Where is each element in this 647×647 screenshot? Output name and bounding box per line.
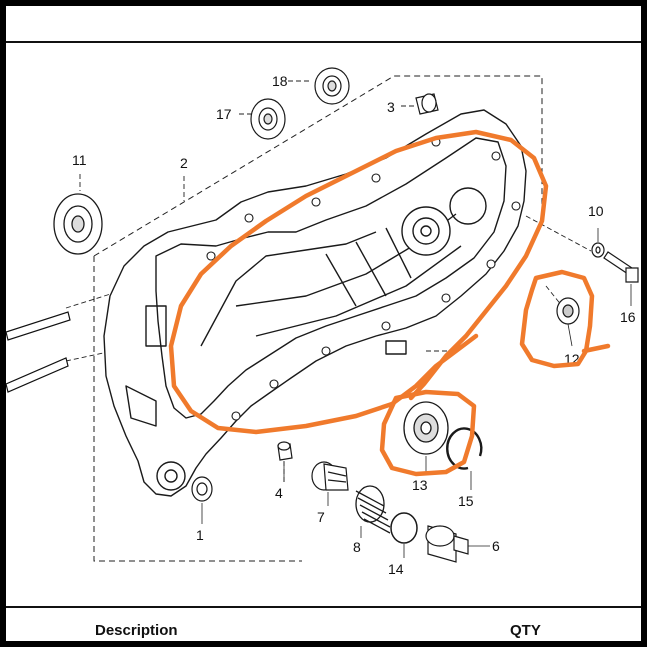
callout-8: 8: [353, 539, 361, 555]
callout-17: 17: [216, 106, 232, 122]
stud-bolts: [6, 311, 71, 393]
parts-diagram-page: 1 2 3 4 6 7 8 10 11 12 13 14 15 16 17 18…: [6, 6, 641, 641]
seal-13-circle-annotation: [379, 389, 477, 477]
oil-seal-13: [403, 401, 449, 455]
collar-3: [415, 93, 439, 115]
o-ring-14: [390, 512, 418, 544]
assembly-outline-left: [93, 256, 302, 562]
cover-bolt-holes: [206, 137, 521, 421]
callout-2: 2: [180, 155, 188, 171]
assembly-outline-top: [93, 75, 543, 257]
oil-strainer-7: [311, 461, 349, 491]
callout-leaders: [201, 228, 632, 558]
callout-10: 10: [588, 203, 604, 219]
washer-10: [591, 242, 605, 258]
callout-4: 4: [275, 485, 283, 501]
spring-8: [355, 485, 391, 534]
bearing-11: [53, 193, 103, 255]
seal-12-circle-annotation: [519, 269, 611, 369]
dowel-pin-1: [191, 476, 213, 502]
left-crankcase: [103, 109, 527, 497]
callout-13: 13: [412, 477, 428, 493]
exploded-parts-diagram: 1 2 3 4 6 7 8 10 11 12 13 14 15 16 17 18: [6, 41, 641, 577]
bolt-16: [603, 251, 639, 283]
crankcase-circle-annotation: [168, 129, 549, 435]
callout-3: 3: [387, 99, 395, 115]
callout-15: 15: [458, 493, 474, 509]
callout-16: 16: [620, 309, 636, 325]
dowel-pin-4: [277, 441, 293, 461]
drain-plug-6: [425, 525, 469, 563]
parts-table-header: Description QTY: [6, 606, 641, 641]
bearing-18: [314, 67, 350, 105]
callout-6: 6: [492, 538, 500, 554]
callout-18: 18: [272, 73, 288, 89]
callout-14: 14: [388, 561, 404, 577]
bearing-17: [250, 98, 286, 140]
callout-1: 1: [196, 527, 204, 543]
callout-7: 7: [317, 509, 325, 525]
orange-markup: [168, 129, 611, 477]
oil-seal-12: [556, 297, 580, 325]
description-column-header: Description: [95, 622, 178, 639]
callout-11: 11: [72, 152, 87, 168]
qty-column-header: QTY: [510, 622, 541, 639]
